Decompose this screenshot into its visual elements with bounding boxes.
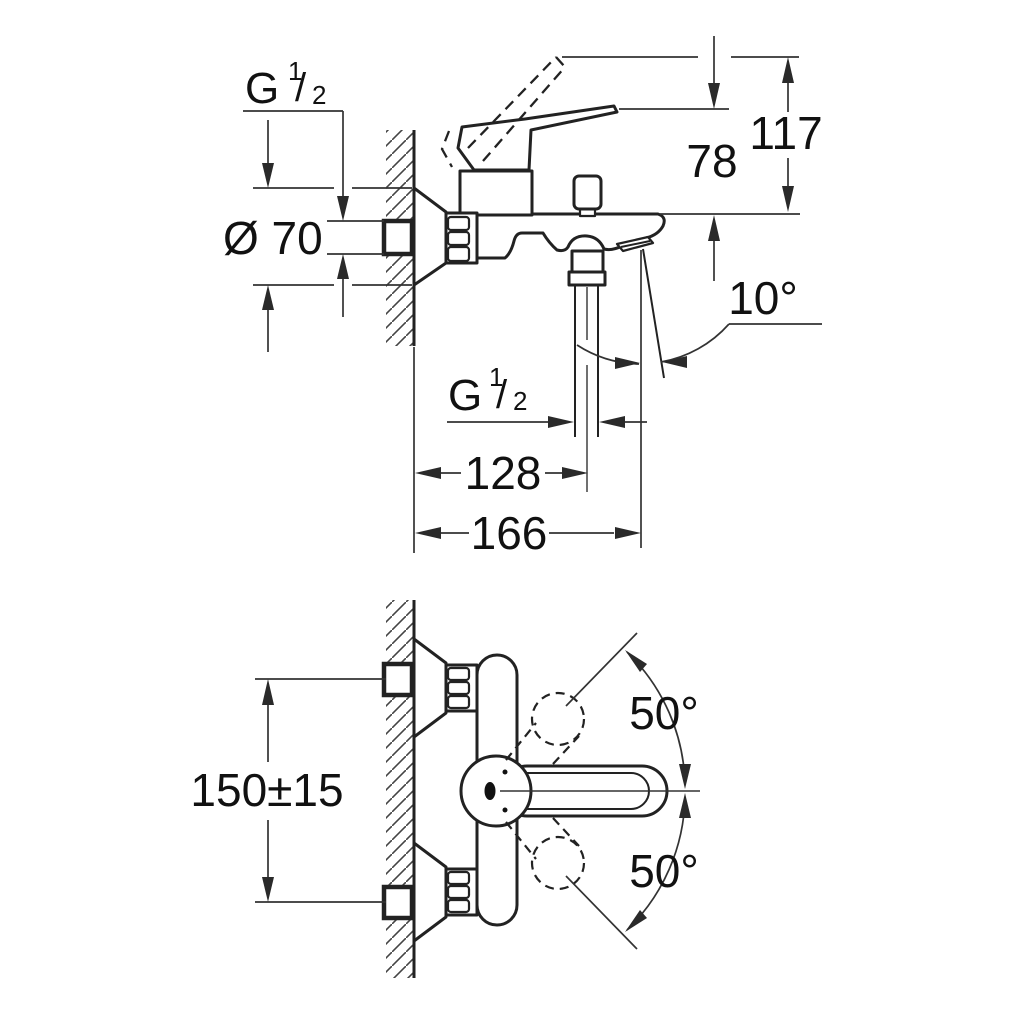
dim-spout-angle-10: 10° xyxy=(576,250,822,548)
lever-indicator-dot xyxy=(484,782,496,800)
dim-inlet-thread: G 1 / 2 xyxy=(243,56,384,317)
dim-wall-to-spout-166: 166 xyxy=(415,507,641,559)
spout-angle-label: 10° xyxy=(728,272,798,324)
screw-dot-bottom xyxy=(502,807,508,813)
spout-body xyxy=(446,212,666,260)
svg-text:1: 1 xyxy=(489,362,503,392)
dim-inlet-spacing-150: 150±15 xyxy=(190,678,386,903)
wall-hatch-plan xyxy=(386,600,414,978)
svg-text:2: 2 xyxy=(513,386,527,416)
swivel-upper-label: 50° xyxy=(629,687,699,739)
upper-escutcheon xyxy=(412,637,448,739)
swivel-lower-label: 50° xyxy=(629,845,699,897)
inlet-fitting xyxy=(381,218,415,257)
inlet-thread-label: G xyxy=(245,64,279,113)
dim-wall-to-shower-128: 128 xyxy=(413,347,588,553)
height-total-label: 117 xyxy=(749,107,822,159)
wall-to-shower-label: 128 xyxy=(465,447,542,499)
escutcheon-diameter-label: Ø 70 xyxy=(223,212,323,264)
spout-to-lever-label: 78 xyxy=(686,135,737,187)
svg-text:/: / xyxy=(496,373,508,417)
lever-handle-raised-dashed xyxy=(440,56,566,168)
cartridge-housing xyxy=(458,169,534,217)
escutcheon xyxy=(412,186,448,287)
svg-text:2: 2 xyxy=(312,80,326,110)
shower-thread-label: G xyxy=(448,371,482,420)
lower-inlet xyxy=(412,841,479,943)
upper-inlet xyxy=(412,637,479,739)
lower-inlet-fitting xyxy=(381,884,415,921)
inlet-spacing-label: 150±15 xyxy=(190,764,343,816)
side-view: G 1 / 2 Ø 70 117 78 xyxy=(223,36,823,559)
dim-swivel-lower-50: 50° xyxy=(565,793,699,950)
dim-shower-thread: G 1 / 2 xyxy=(447,362,647,428)
svg-text:/: / xyxy=(295,66,307,110)
upper-inlet-fitting xyxy=(381,661,415,698)
lever-handle xyxy=(456,104,619,172)
lever-swivel-positions-dashed xyxy=(505,691,586,891)
dim-swivel-upper-50: 50° xyxy=(565,632,699,789)
plan-view: 50° 50° 150±15 xyxy=(190,600,700,978)
spout-aerator xyxy=(615,235,655,253)
dim-spout-to-lever-78: 78 xyxy=(619,36,738,281)
svg-text:1: 1 xyxy=(288,56,302,86)
union-nut xyxy=(444,211,479,265)
wall-to-spout-label: 166 xyxy=(471,507,548,559)
screw-dot-top xyxy=(502,769,508,775)
shower-outlet xyxy=(567,249,607,492)
dim-height-total-117: 117 xyxy=(562,56,823,215)
dim-escutcheon-diameter: Ø 70 xyxy=(223,120,412,352)
diverter-knob xyxy=(572,174,603,218)
lower-escutcheon xyxy=(412,841,448,943)
water-stream-line xyxy=(642,248,665,379)
